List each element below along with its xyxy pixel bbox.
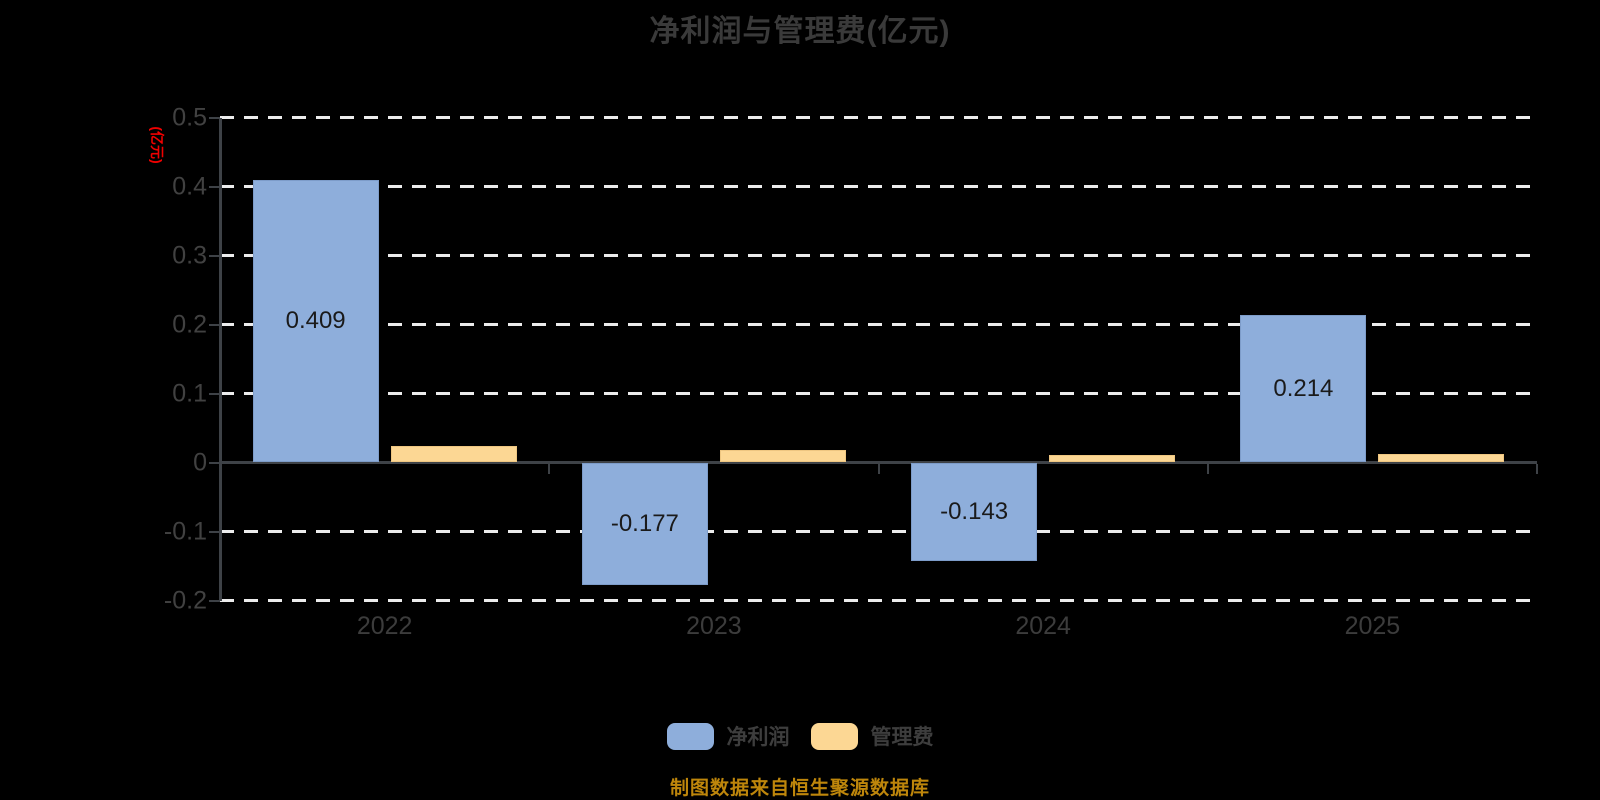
- y-axis-tick: [209, 185, 220, 188]
- legend-label-net-profit: 净利润: [726, 726, 790, 749]
- y-tick-label: 0.5: [172, 103, 207, 131]
- legend-swatch-net-profit: [666, 722, 714, 750]
- y-tick-label: 0.1: [172, 379, 207, 407]
- bar-value-label-2024: -0.143: [940, 497, 1009, 525]
- bar-净利润-2022: [252, 180, 379, 463]
- gridline-0.1: [220, 392, 1537, 395]
- y-tick-label: 0.4: [172, 172, 207, 200]
- y-tick-label: 0.3: [172, 241, 207, 269]
- gridline-0.3: [220, 254, 1537, 257]
- bar-净利润-2024: [911, 462, 1038, 562]
- legend-swatch-management-fee: [810, 722, 858, 750]
- gridline-0.4: [220, 185, 1537, 188]
- bar-管理费-2024: [1049, 454, 1176, 463]
- x-axis-tick: [1206, 464, 1209, 474]
- bar-value-label-2025: 0.214: [1273, 374, 1334, 402]
- bar-value-label-2023: -0.177: [610, 509, 679, 537]
- y-tick-label: 0: [193, 448, 207, 476]
- y-axis-tick: [209, 254, 220, 257]
- y-axis-tick: [209, 530, 220, 533]
- x-axis-zero-line: [220, 461, 1537, 464]
- x-axis-tick: [877, 464, 880, 474]
- y-tick-label: -0.2: [163, 586, 207, 614]
- y-axis-tick: [209, 461, 220, 464]
- x-axis-tick: [548, 464, 551, 474]
- y-tick-label: 0.2: [172, 310, 207, 338]
- bar-净利润-2023: [581, 462, 708, 585]
- bar-管理费-2022: [390, 445, 517, 463]
- x-tick-label-2025: 2025: [1344, 612, 1401, 640]
- gridline-0.5: [220, 116, 1537, 119]
- chart-title: 净利润与管理费(亿元): [649, 15, 951, 48]
- legend-item-net-profit: 净利润: [666, 721, 790, 751]
- legend-item-management-fee: 管理费: [810, 721, 934, 751]
- bar-管理费-2023: [719, 450, 846, 463]
- x-tick-label-2024: 2024: [1015, 612, 1071, 640]
- gridline--0.1: [220, 530, 1537, 533]
- y-axis-tick: [209, 392, 220, 395]
- y-tick-label: -0.1: [163, 517, 207, 545]
- x-axis-tick: [1536, 464, 1538, 474]
- bar-value-label-2022: 0.409: [285, 307, 346, 335]
- legend: 净利润 管理费: [0, 721, 1600, 751]
- gridline-0.2: [220, 323, 1537, 326]
- gridline--0.2: [220, 599, 1537, 602]
- x-axis-tick: [219, 464, 221, 474]
- y-axis-spine: [218, 117, 222, 601]
- x-tick-label-2023: 2023: [686, 612, 742, 640]
- y-axis-tick: [209, 599, 220, 602]
- bar-净利润-2025: [1240, 314, 1367, 463]
- source-note: 制图数据来自恒生聚源数据库: [669, 778, 930, 799]
- x-tick-label-2022: 2022: [356, 612, 413, 640]
- legend-label-management-fee: 管理费: [870, 726, 934, 749]
- y-axis-tick: [209, 116, 220, 119]
- y-axis-tick: [209, 323, 220, 326]
- bar-管理费-2025: [1378, 454, 1505, 463]
